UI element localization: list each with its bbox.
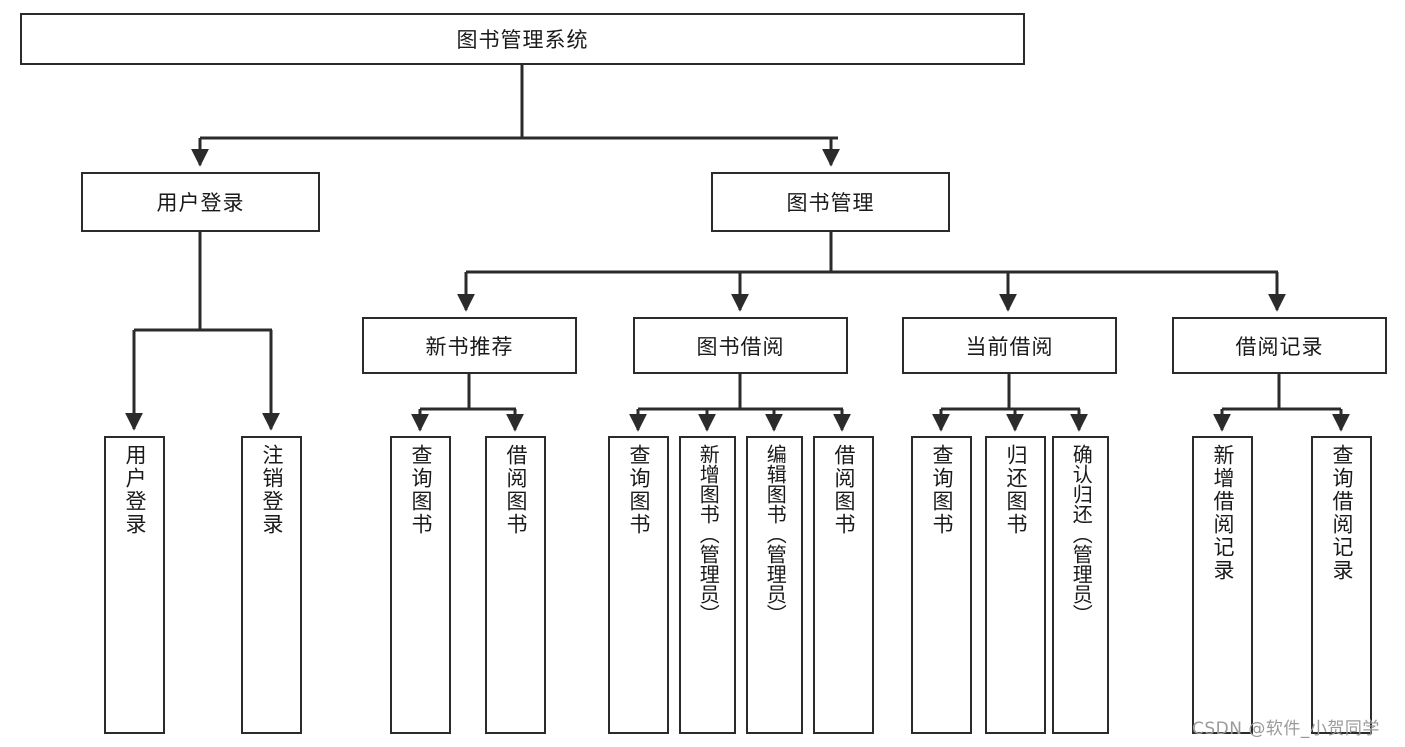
csdn-watermark: CSDN @软件_小贺同学 xyxy=(1192,719,1380,739)
node-leaf-confirm-return-label: 确认归还（管理员） xyxy=(1069,444,1094,624)
node-leaf-borrow-book-1[interactable]: 借阅图书 xyxy=(485,436,546,734)
node-leaf-add-record-label: 新增借阅记录 xyxy=(1210,444,1235,582)
node-leaf-query-book-3[interactable]: 查询图书 xyxy=(911,436,972,734)
node-leaf-query-record[interactable]: 查询借阅记录 xyxy=(1311,436,1372,734)
node-root[interactable]: 图书管理系统 xyxy=(20,13,1025,65)
node-leaf-user-login[interactable]: 用户登录 xyxy=(104,436,165,734)
node-user-login-label: 用户登录 xyxy=(156,191,245,215)
node-leaf-add-book[interactable]: 新增图书（管理员） xyxy=(679,436,736,734)
node-leaf-add-book-label: 新增图书（管理员） xyxy=(696,444,721,624)
node-new-book-rec-label: 新书推荐 xyxy=(425,334,514,359)
node-leaf-borrow-book-1-label: 借阅图书 xyxy=(503,444,528,536)
node-current-borrow-label: 当前借阅 xyxy=(965,334,1054,359)
node-leaf-return-book[interactable]: 归还图书 xyxy=(985,436,1046,734)
node-leaf-logout-label: 注销登录 xyxy=(259,444,284,536)
node-book-borrow-label: 图书借阅 xyxy=(696,334,785,359)
node-leaf-query-book-2-label: 查询图书 xyxy=(626,444,651,536)
node-root-label: 图书管理系统 xyxy=(456,28,589,52)
edge-current-borrow-bus xyxy=(941,374,1080,411)
node-leaf-borrow-book-2[interactable]: 借阅图书 xyxy=(813,436,874,734)
node-borrow-record[interactable]: 借阅记录 xyxy=(1172,317,1387,374)
node-leaf-query-book-3-label: 查询图书 xyxy=(929,444,954,536)
node-leaf-logout[interactable]: 注销登录 xyxy=(241,436,302,734)
node-leaf-return-book-label: 归还图书 xyxy=(1003,444,1028,536)
node-new-book-rec[interactable]: 新书推荐 xyxy=(362,317,577,374)
node-leaf-query-record-label: 查询借阅记录 xyxy=(1329,444,1354,582)
edge-user-login-bus xyxy=(134,232,272,332)
edge-root-bus xyxy=(200,65,838,140)
node-borrow-record-label: 借阅记录 xyxy=(1235,334,1324,359)
node-user-login[interactable]: 用户登录 xyxy=(81,172,320,232)
node-leaf-add-record[interactable]: 新增借阅记录 xyxy=(1192,436,1253,734)
node-leaf-query-book-1[interactable]: 查询图书 xyxy=(390,436,451,734)
node-book-borrow[interactable]: 图书借阅 xyxy=(633,317,848,374)
edge-borrow-record-bus xyxy=(1222,374,1341,411)
node-leaf-query-book-1-label: 查询图书 xyxy=(408,444,433,536)
node-leaf-edit-book-label: 编辑图书（管理员） xyxy=(763,444,788,624)
node-current-borrow[interactable]: 当前借阅 xyxy=(902,317,1117,374)
edge-book-manage-bus xyxy=(466,232,1278,274)
node-leaf-query-book-2[interactable]: 查询图书 xyxy=(608,436,669,734)
node-leaf-user-login-label: 用户登录 xyxy=(122,444,147,536)
node-leaf-confirm-return[interactable]: 确认归还（管理员） xyxy=(1052,436,1109,734)
edge-book-borrow-bus xyxy=(638,374,843,411)
edge-new-book-rec-bus xyxy=(420,374,516,411)
node-leaf-borrow-book-2-label: 借阅图书 xyxy=(831,444,856,536)
node-book-manage[interactable]: 图书管理 xyxy=(711,172,950,232)
node-book-manage-label: 图书管理 xyxy=(786,191,875,215)
node-leaf-edit-book[interactable]: 编辑图书（管理员） xyxy=(746,436,803,734)
